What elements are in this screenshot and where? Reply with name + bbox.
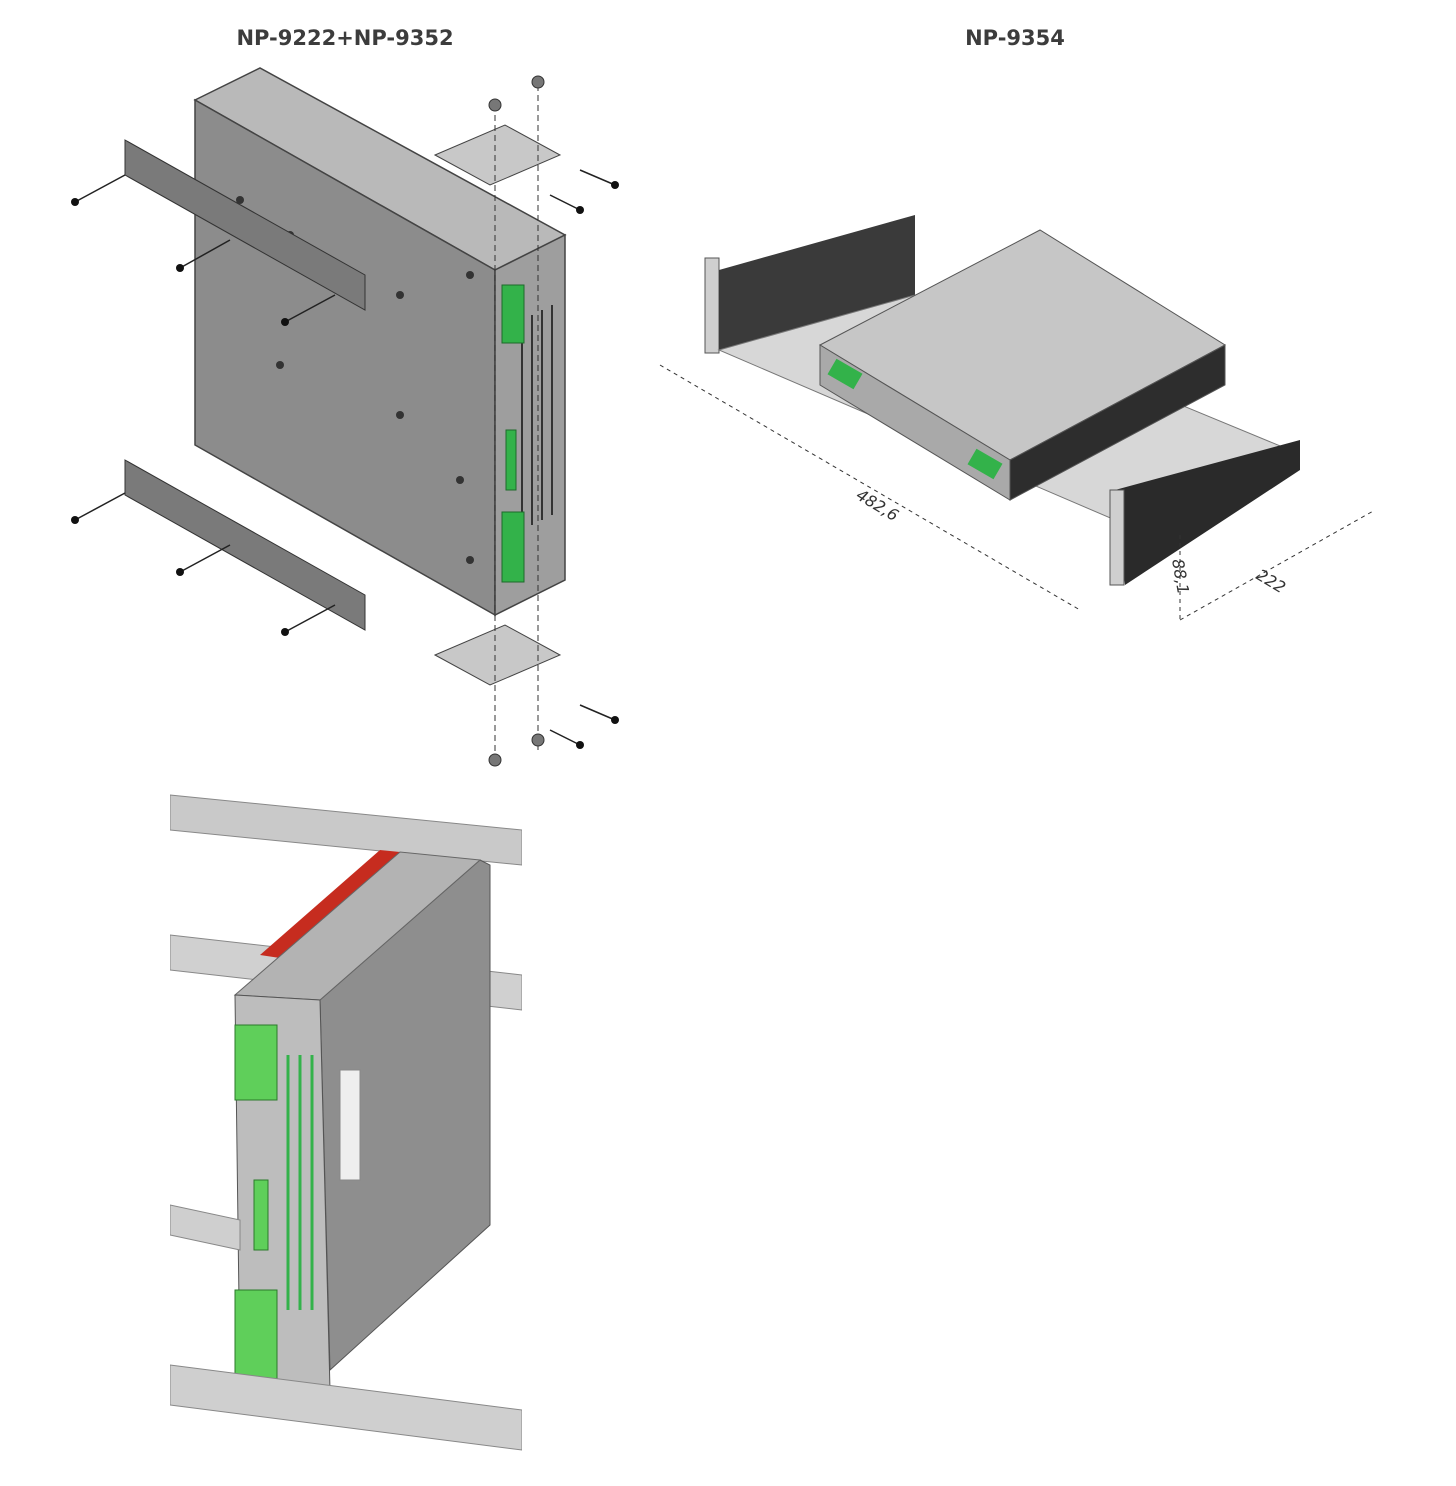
din-rail-top: [170, 794, 522, 866]
side-wing-right: [1115, 440, 1300, 585]
rack-ear-right: [1109, 489, 1125, 586]
exploded-wall-mount-drawing: [71, 67, 619, 767]
din-rail-lower: [170, 1204, 241, 1251]
terminal-block-bottom: [234, 1289, 278, 1381]
side-wing-left: [719, 215, 915, 350]
terminal-block-top: [234, 1024, 278, 1101]
din-rail-mount-rendering: [170, 794, 522, 1451]
rack-mount-drawing: 482,6 88,1 222: [659, 215, 1376, 621]
figure-title-rack-mount: NP-9354: [965, 26, 1065, 50]
device-side-face: [1009, 344, 1226, 501]
dimension-depth-label: 222: [1253, 565, 1289, 597]
terminal-block-right: [967, 448, 1003, 480]
terminal-block-left: [827, 358, 863, 390]
mounting-plate-upper: [124, 139, 366, 311]
din-rail-bottom: [170, 1364, 522, 1451]
product-label: [339, 1069, 361, 1181]
terminal-block-bottom: [501, 511, 525, 583]
terminal-block-top: [501, 284, 525, 344]
signal-terminal-strip: [253, 1179, 269, 1251]
red-mounting-clip: [260, 850, 400, 958]
signal-terminal-strip: [505, 429, 517, 491]
mounting-bracket-top: [433, 124, 562, 186]
mounting-plate-lower: [124, 459, 366, 631]
figure-title-wall-mount: NP-9222+NP-9352: [236, 26, 454, 50]
dimension-height-label: 88,1: [1168, 557, 1193, 595]
rack-ear-left: [704, 257, 720, 354]
dimension-width-label: 482,6: [853, 485, 902, 525]
mounting-bracket-bottom: [433, 624, 562, 686]
